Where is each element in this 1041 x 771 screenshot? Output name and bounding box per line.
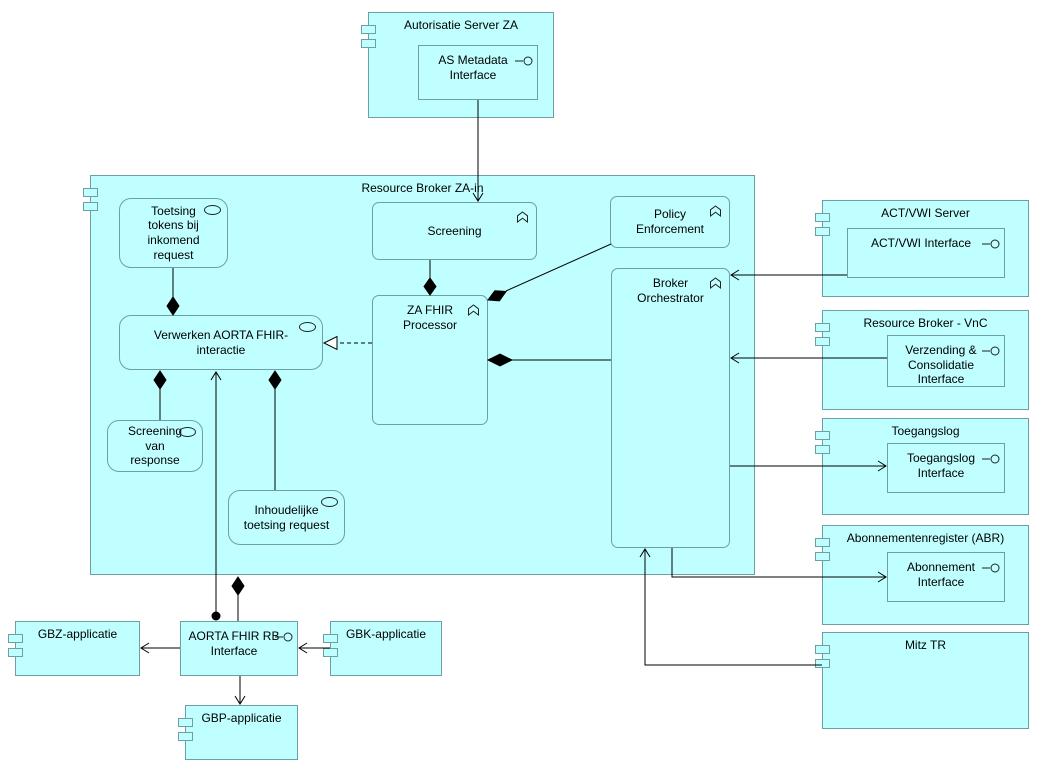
interface-label: Toegangslog Interface [906, 451, 976, 480]
application-function-icon [709, 205, 722, 221]
interface-verzending-consolidatie[interactable]: Verzending & Consolidatie Interface [887, 335, 1005, 387]
service-inhoudelijke-toetsing[interactable]: Inhoudelijke toetsing request [228, 490, 345, 545]
component-icon [815, 645, 830, 654]
component-icon [815, 659, 830, 668]
component-title: Abonnementenregister (ABR) [846, 531, 1005, 545]
component-icon [323, 648, 338, 657]
component-icon [815, 538, 830, 547]
component-icon [83, 188, 98, 197]
component-icon [815, 323, 830, 332]
interface-lollipop-icon [982, 238, 1000, 253]
interface-label: Abonnement Interface [906, 560, 976, 589]
interface-act-vwi[interactable]: ACT/VWI Interface [847, 228, 1005, 278]
application-service-icon [321, 497, 338, 507]
application-service-icon [204, 205, 221, 215]
interface-abonnement[interactable]: Abonnement Interface [887, 552, 1005, 602]
component-icon [815, 213, 830, 222]
application-function-icon [467, 304, 480, 320]
interface-lollipop-icon [982, 562, 1000, 577]
interface-aorta-fhir-rb[interactable]: AORTA FHIR RB Interface [180, 621, 298, 676]
application-function-icon [516, 211, 529, 227]
component-title: Resource Broker - VnC [863, 316, 988, 330]
component-icon [83, 202, 98, 211]
component-title: Autorisatie Server ZA [403, 18, 519, 32]
interface-label: ACT/VWI Interface [870, 236, 972, 250]
component-title: ACT/VWI Server [881, 206, 970, 220]
interface-label: AS Metadata Interface [438, 53, 508, 82]
component-title: Mitz TR [904, 638, 947, 652]
component-icon [815, 552, 830, 561]
function-policy-enforcement[interactable]: Policy Enforcement [610, 196, 730, 248]
component-icon [178, 718, 193, 727]
service-toetsing-tokens[interactable]: Toetsing tokens bij inkomend request [119, 198, 228, 268]
application-service-icon [299, 322, 316, 332]
interface-as-metadata[interactable]: AS Metadata Interface [418, 45, 538, 100]
component-title: GBK-applicatie [345, 627, 427, 641]
function-broker-orchestrator[interactable]: Broker Orchestrator [611, 268, 730, 548]
interface-lollipop-icon [982, 345, 1000, 360]
component-icon [815, 337, 830, 346]
service-screening-van-response[interactable]: Screening van response [107, 420, 203, 472]
interface-toegangslog[interactable]: Toegangslog Interface [887, 443, 1005, 493]
component-gbk-applicatie[interactable]: GBK-applicatie [323, 621, 442, 676]
component-icon [815, 431, 830, 440]
service-label: Toetsing tokens bij inkomend request [147, 203, 200, 262]
interface-lollipop-icon [275, 631, 293, 646]
component-icon [815, 227, 830, 236]
component-icon [361, 25, 376, 34]
interface-lollipop-icon [982, 453, 1000, 468]
function-label: Broker Orchestrator [637, 276, 704, 305]
ball-endpoint [211, 611, 221, 621]
component-title: GBP-applicatie [201, 711, 282, 725]
component-gbz-applicatie[interactable]: GBZ-applicatie [8, 621, 140, 676]
application-function-icon [709, 277, 722, 293]
service-label: Inhoudelijke toetsing request [243, 502, 330, 532]
service-verwerken-aorta-fhir[interactable]: Verwerken AORTA FHIR-interactie [119, 315, 323, 370]
service-label: Screening van response [127, 424, 183, 468]
component-icon [323, 634, 338, 643]
component-mitz-tr[interactable]: Mitz TR [815, 632, 1029, 729]
function-label: Screening [427, 223, 482, 238]
component-icon [361, 39, 376, 48]
component-icon [8, 648, 23, 657]
component-title: GBZ-applicatie [37, 627, 118, 641]
container-title: Resource Broker ZA-in [361, 181, 484, 195]
application-service-icon [179, 427, 196, 437]
component-icon [815, 445, 830, 454]
component-title: Toegangslog [891, 424, 960, 438]
function-za-fhir-processor[interactable]: ZA FHIR Processor [372, 295, 488, 425]
interface-label: Verzending & Consolidatie Interface [905, 343, 977, 387]
component-icon [8, 634, 23, 643]
interface-label: AORTA FHIR RB Interface [188, 629, 280, 658]
function-label: Policy Enforcement [635, 207, 705, 236]
component-icon [178, 732, 193, 741]
interface-lollipop-icon [515, 55, 533, 70]
service-label: Verwerken AORTA FHIR-interactie [153, 327, 289, 357]
function-label: ZA FHIR Processor [402, 303, 458, 332]
function-screening[interactable]: Screening [372, 202, 537, 260]
component-gbp-applicatie[interactable]: GBP-applicatie [178, 705, 298, 760]
